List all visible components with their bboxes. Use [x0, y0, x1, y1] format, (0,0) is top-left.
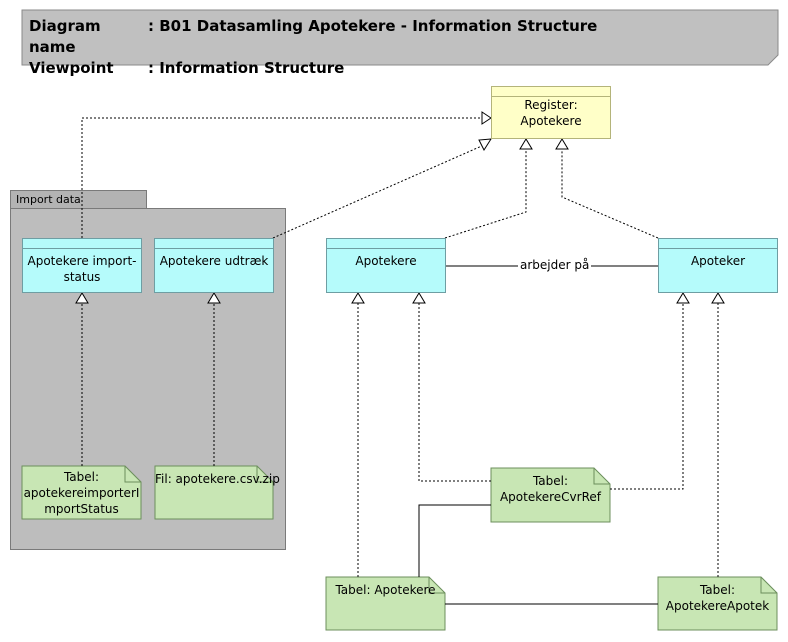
- object-apotekere-label: Apotekere: [355, 254, 417, 268]
- artifact-line: Tabel:: [63, 470, 100, 484]
- diagram-name-label: Diagram name: [29, 17, 101, 56]
- arrowhead-apotekere-right: [412, 292, 426, 304]
- artifact-line: mportStatus: [44, 502, 119, 516]
- arrowhead-register-left: [481, 111, 492, 125]
- register-header-strip: [492, 87, 610, 97]
- register-label: Register: Apotekere: [520, 98, 582, 128]
- object-apotekere[interactable]: Apotekere: [326, 238, 446, 293]
- object-header-strip: [327, 239, 445, 249]
- realization-apotekere-to-register: [444, 149, 527, 239]
- arrowhead-register-apotekere: [519, 138, 533, 150]
- artifact-line: ApotekereCvrRef: [499, 490, 602, 504]
- arrowhead-apotekere-left: [351, 292, 365, 304]
- artifact-line: Tabel:: [699, 583, 736, 597]
- relation-arbejder-paa-label: arbejder på: [518, 258, 592, 272]
- artifact-apotekere-table-label: Tabel: Apotekere: [335, 583, 436, 597]
- artifact-csv-file[interactable]: [154, 465, 274, 520]
- arrowhead-register-udtraek: [478, 138, 492, 152]
- object-header-strip: [155, 239, 273, 249]
- artifact-line: Tabel:: [532, 474, 569, 488]
- arrowhead-udtraek: [207, 292, 221, 304]
- object-udtraek-label: Apotekere udtræk: [159, 254, 269, 268]
- register-apotekere[interactable]: Register: Apotekere: [491, 86, 611, 139]
- artifact-csv-file-label: Fil: apotekere.csv.zip: [155, 472, 280, 486]
- header-frame: [21, 9, 779, 66]
- artifact-cvrref-table[interactable]: [490, 467, 611, 523]
- arrowhead-apoteker-left: [676, 292, 690, 304]
- object-import-status[interactable]: Apotekere import-status: [22, 238, 142, 293]
- artifact-line: apotekereimporterI: [23, 486, 140, 500]
- object-header-strip: [659, 239, 777, 249]
- artifact-apotek-label: Tabel: ApotekereApotek: [658, 582, 777, 614]
- realization-apoteker-to-register: [561, 149, 659, 239]
- artifact-apotekere-table[interactable]: [325, 576, 446, 631]
- artifact-import-status-label: Tabel: apotekereimporterI mportStatus: [22, 469, 141, 517]
- realization-cvrref-to-apotekere: [418, 303, 491, 482]
- diagram-header: Diagram name : B01 Datasamling Apotekere…: [29, 16, 597, 79]
- object-import-status-label: Apotekere import-status: [27, 254, 137, 284]
- realization-cvrref-to-apoteker: [610, 303, 684, 490]
- object-apoteker[interactable]: Apoteker: [658, 238, 778, 293]
- arrowhead-import-status: [75, 292, 89, 304]
- realization-udtraek-to-register: [272, 144, 485, 239]
- realization-import-status-to-register: [81, 117, 482, 238]
- artifact-apotek-table[interactable]: [657, 576, 778, 631]
- object-udtraek[interactable]: Apotekere udtræk: [154, 238, 274, 293]
- artifact-line: ApotekereApotek: [665, 599, 770, 613]
- arrowhead-register-apoteker: [555, 138, 569, 150]
- viewpoint-label: Viewpoint: [29, 59, 114, 77]
- object-apoteker-label: Apoteker: [690, 254, 746, 268]
- diagram-name-value: : B01 Datasamling Apotekere - Informatio…: [148, 17, 598, 35]
- artifact-import-status-table[interactable]: [21, 465, 142, 520]
- association-cvrref-apotekere-table: [418, 504, 491, 577]
- arrowhead-apoteker-right: [711, 292, 725, 304]
- viewpoint-value: : Information Structure: [148, 59, 345, 77]
- object-header-strip: [23, 239, 141, 249]
- artifact-cvrref-label: Tabel: ApotekereCvrRef: [491, 473, 610, 505]
